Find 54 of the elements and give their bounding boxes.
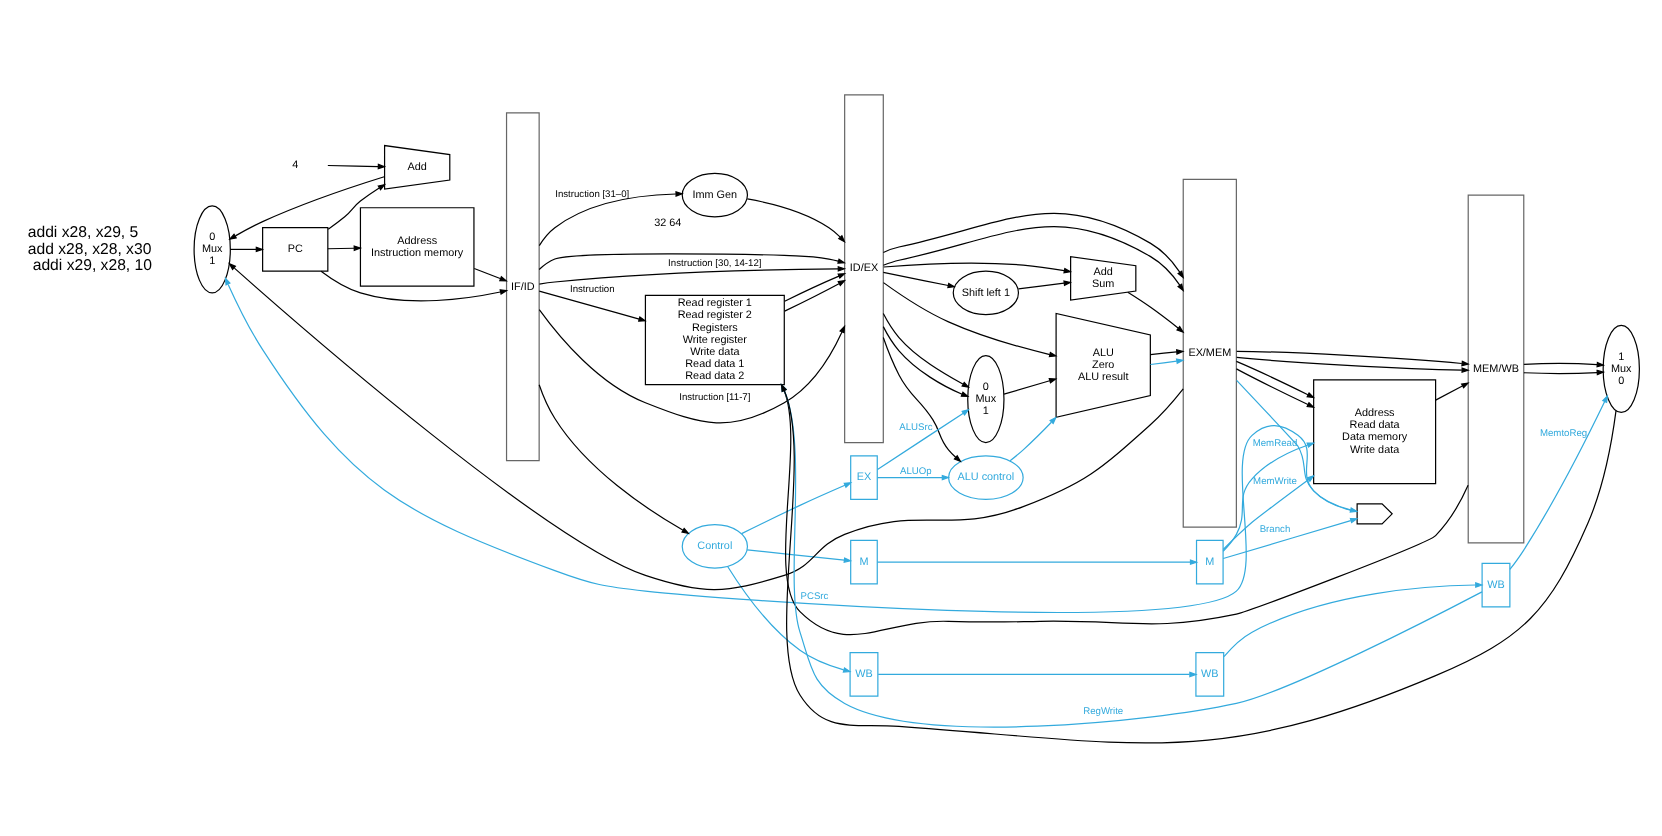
node-gate bbox=[1356, 502, 1393, 524]
arrow bbox=[882, 335, 962, 462]
arrow bbox=[1149, 347, 1185, 355]
arrow bbox=[1003, 377, 1058, 394]
arrow bbox=[877, 670, 1198, 677]
arrow bbox=[1222, 516, 1359, 559]
arrow bbox=[741, 481, 853, 534]
arrow bbox=[1435, 381, 1470, 400]
arrow bbox=[228, 261, 1184, 590]
arrow bbox=[1127, 290, 1185, 333]
arrow bbox=[876, 473, 951, 480]
arrow bbox=[327, 244, 363, 251]
arrow bbox=[780, 382, 1483, 727]
arrow bbox=[882, 281, 1058, 357]
arrow bbox=[876, 558, 1199, 565]
arrow bbox=[538, 308, 846, 423]
arrow bbox=[784, 272, 847, 301]
arrow bbox=[882, 211, 1185, 279]
arrow bbox=[1523, 368, 1606, 375]
arrow bbox=[538, 383, 690, 534]
arrow bbox=[228, 175, 385, 240]
arrow bbox=[538, 252, 847, 270]
arrow bbox=[1509, 393, 1609, 570]
arrow bbox=[876, 407, 970, 470]
arrow bbox=[1222, 473, 1315, 550]
arrow bbox=[327, 182, 387, 229]
arrow bbox=[1149, 357, 1185, 365]
arrow bbox=[320, 269, 509, 301]
arrow bbox=[538, 264, 847, 284]
arrow bbox=[1222, 441, 1316, 551]
arrow bbox=[883, 261, 1073, 273]
arrow bbox=[1017, 279, 1073, 289]
arrow bbox=[882, 270, 957, 288]
arrow bbox=[882, 225, 1185, 291]
arrow bbox=[1236, 349, 1470, 366]
arrow bbox=[327, 162, 387, 169]
arrow bbox=[882, 325, 970, 397]
arrow bbox=[746, 548, 853, 563]
arrow bbox=[1235, 359, 1316, 398]
arrow bbox=[1223, 581, 1484, 657]
arrow bbox=[746, 197, 846, 242]
arrow bbox=[780, 382, 1617, 743]
arrow bbox=[727, 565, 852, 672]
arrow bbox=[1235, 367, 1316, 407]
arrow bbox=[538, 289, 647, 321]
arrow bbox=[473, 266, 508, 281]
arrow bbox=[538, 190, 684, 246]
arrow bbox=[229, 245, 265, 252]
arrow bbox=[1523, 360, 1606, 367]
arrow bbox=[1236, 355, 1470, 373]
arrow bbox=[784, 278, 847, 311]
arrow bbox=[1009, 415, 1058, 461]
arrow bbox=[780, 382, 1469, 635]
arrow bbox=[882, 311, 971, 388]
